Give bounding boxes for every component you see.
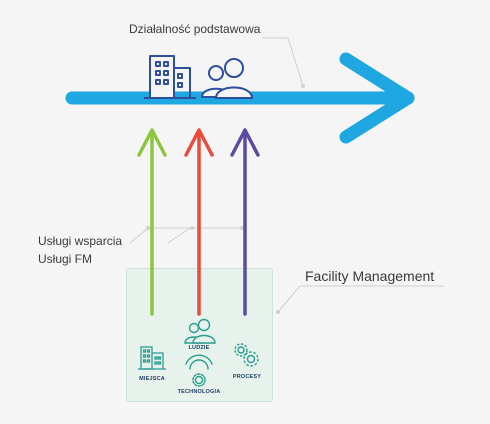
support-leader-line-2 <box>167 227 244 244</box>
support-services-label: Usługi wsparcia Usługi FM <box>38 232 122 268</box>
technology-caption: TECHNOLOGIA <box>177 389 221 395</box>
people-icon <box>184 318 216 344</box>
building-caption: MIEJSCA <box>139 376 165 382</box>
team-people-icon <box>200 58 254 99</box>
leader-lines <box>129 37 444 314</box>
core-leader-dot <box>301 84 305 88</box>
office-building-icon <box>144 55 196 99</box>
facility-management-label: Facility Management <box>305 268 435 284</box>
support-leader-dot-3 <box>240 226 244 230</box>
support-services-line-2: Usługi FM <box>38 252 93 266</box>
processes-caption: PROCESY <box>232 374 262 380</box>
support-leader-dot-1 <box>146 226 150 230</box>
support-leader-dot-2 <box>190 226 194 230</box>
gears-icon <box>234 343 259 367</box>
support-arrow-green <box>137 128 167 316</box>
fm-leader-line <box>277 285 444 313</box>
core-leader-line <box>262 37 304 87</box>
wifi-gear-icon <box>185 354 213 387</box>
core-activity-label: Działalność podstawowa <box>129 22 261 36</box>
people-caption: LUDZIE <box>188 345 210 351</box>
building-icon <box>138 346 166 370</box>
support-services-line-1: Usługi wsparcia <box>38 234 123 248</box>
support-leader-line <box>129 227 190 244</box>
support-arrow-purple <box>230 128 260 316</box>
fm-leader-dot <box>276 310 280 314</box>
support-arrow-red <box>184 128 214 316</box>
